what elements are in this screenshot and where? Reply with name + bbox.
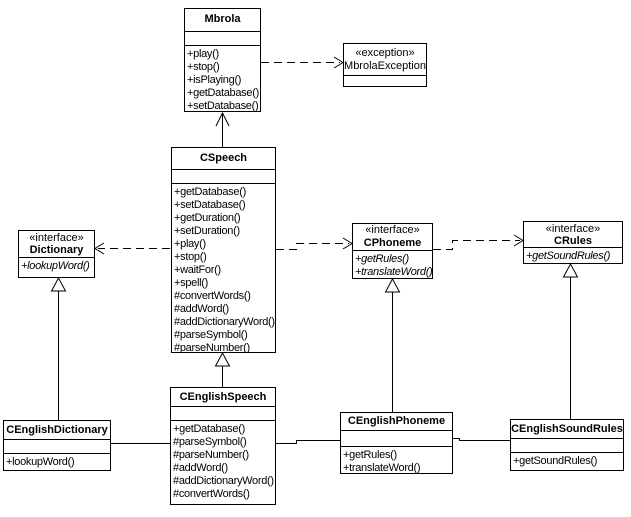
method: +isPlaying(): [187, 73, 242, 86]
method: +getSoundRules(): [526, 250, 611, 263]
method: #addWord(): [174, 302, 229, 315]
method: +getDatabase(): [173, 423, 245, 435]
method: #convertWords(): [174, 289, 251, 302]
method: #convertWords(): [173, 488, 250, 500]
attributes-compartment: [185, 30, 260, 45]
method: +waitFor(): [174, 263, 221, 276]
method: +setDuration(): [174, 224, 240, 237]
method: +getRules(): [343, 448, 397, 461]
method: +getDuration(): [174, 211, 241, 224]
stereotype-label: «interface»: [545, 222, 601, 235]
attributes-compartment: [341, 429, 452, 446]
attributes-compartment: [344, 75, 426, 86]
association-cenglishspeech-to-cenglishphoneme: [276, 440, 340, 444]
method: +spell(): [174, 276, 208, 289]
generalization-cenglishsoundrules-to-crules: [562, 262, 579, 419]
class-cenglishphoneme: CEnglishPhoneme +getRules() +translateWo…: [340, 412, 453, 474]
methods-compartment: +getDatabase() #parseSymbol() #parseNumb…: [171, 420, 275, 504]
class-cenglishdictionary: CEnglishDictionary +lookupWord(): [3, 420, 111, 471]
association-cenglishphoneme-to-cenglishsoundrules: [453, 438, 510, 441]
methods-compartment: +getRules() +translateWord(): [353, 249, 432, 278]
class-name: Mbrola: [204, 13, 241, 26]
class-name: Dictionary: [29, 244, 84, 256]
method: #addWord(): [173, 462, 228, 474]
attributes-compartment: [4, 439, 110, 453]
method: #parseNumber(): [173, 449, 249, 461]
method: #addDictionaryWord(): [174, 315, 275, 328]
method: +play(): [187, 47, 219, 60]
method: +stop(): [174, 250, 207, 263]
dependency-cphoneme-to-crules: [433, 234, 524, 250]
dependency-cspeech-to-cphoneme: [276, 237, 353, 250]
class-name: MbrolaException: [344, 59, 426, 72]
attributes-compartment: [171, 406, 275, 420]
methods-compartment: +getDatabase() +setDatabase() +getDurati…: [172, 182, 275, 352]
interface-cphoneme: «interface» CPhoneme +getRules() +transl…: [352, 223, 433, 279]
method: +translateWord(): [343, 461, 421, 473]
method: +play(): [174, 237, 206, 250]
class-name: CPhoneme: [363, 237, 422, 249]
method: +getDatabase(): [187, 86, 259, 99]
stereotype-label: «interface»: [29, 232, 84, 244]
class-name: CEnglishSoundRules: [511, 422, 623, 435]
generalization-cenglishspeech-to-cspeech: [214, 351, 231, 387]
class-name: CEnglishDictionary: [6, 423, 108, 436]
method: +lookupWord(): [21, 260, 90, 272]
interface-crules: «interface» CRules +getSoundRules(): [523, 221, 623, 264]
stereotype-label: «interface»: [365, 224, 420, 236]
methods-compartment: +lookupWord(): [19, 257, 94, 277]
method: +stop(): [187, 60, 220, 73]
methods-compartment: +lookupWord(): [4, 453, 110, 470]
methods-compartment: +getSoundRules(): [524, 247, 622, 263]
method: #parseSymbol(): [173, 436, 247, 448]
dependency-mbrola-to-mbrolaexception: [261, 56, 344, 69]
class-name: CSpeech: [199, 151, 248, 164]
class-name: CEnglishSpeech: [179, 390, 267, 403]
method: #parseNumber(): [174, 341, 250, 352]
method: +getDatabase(): [174, 185, 246, 198]
interface-dictionary: «interface» Dictionary +lookupWord(): [18, 230, 95, 278]
class-cspeech: CSpeech +getDatabase() +setDatabase() +g…: [171, 147, 276, 353]
generalization-cenglishphoneme-to-cphoneme: [384, 277, 401, 412]
class-cenglishsoundrules: CEnglishSoundRules +getSoundRules(): [510, 419, 624, 471]
method: +getRules(): [355, 252, 409, 265]
method: +lookupWord(): [6, 456, 75, 468]
class-name: CRules: [554, 234, 592, 247]
dependency-cspeech-to-dictionary: [94, 242, 170, 255]
stereotype-label: «exception»: [355, 46, 415, 59]
association-cspeech-to-mbrola: [215, 111, 230, 147]
attributes-compartment: [511, 438, 623, 452]
class-cenglishspeech: CEnglishSpeech +getDatabase() #parseSymb…: [170, 387, 276, 505]
methods-compartment: +play() +stop() +isPlaying() +getDatabas…: [185, 44, 260, 112]
method: +setDatabase(): [174, 198, 246, 211]
class-mbrola: Mbrola +play() +stop() +isPlaying() +get…: [184, 8, 261, 112]
method: #addDictionaryWord(): [173, 475, 274, 487]
class-mbrolaexception: «exception» MbrolaException: [343, 43, 427, 87]
method: +getSoundRules(): [513, 455, 598, 467]
methods-compartment: +getSoundRules(): [511, 452, 623, 470]
method: +translateWord(): [355, 265, 432, 278]
generalization-cenglishdictionary-to-dictionary: [50, 276, 67, 420]
class-name: CEnglishPhoneme: [347, 414, 446, 427]
attributes-compartment: [172, 168, 275, 183]
method: +setDatabase(): [187, 99, 259, 112]
method: #parseSymbol(): [174, 328, 248, 341]
methods-compartment: +getRules() +translateWord(): [341, 445, 452, 473]
